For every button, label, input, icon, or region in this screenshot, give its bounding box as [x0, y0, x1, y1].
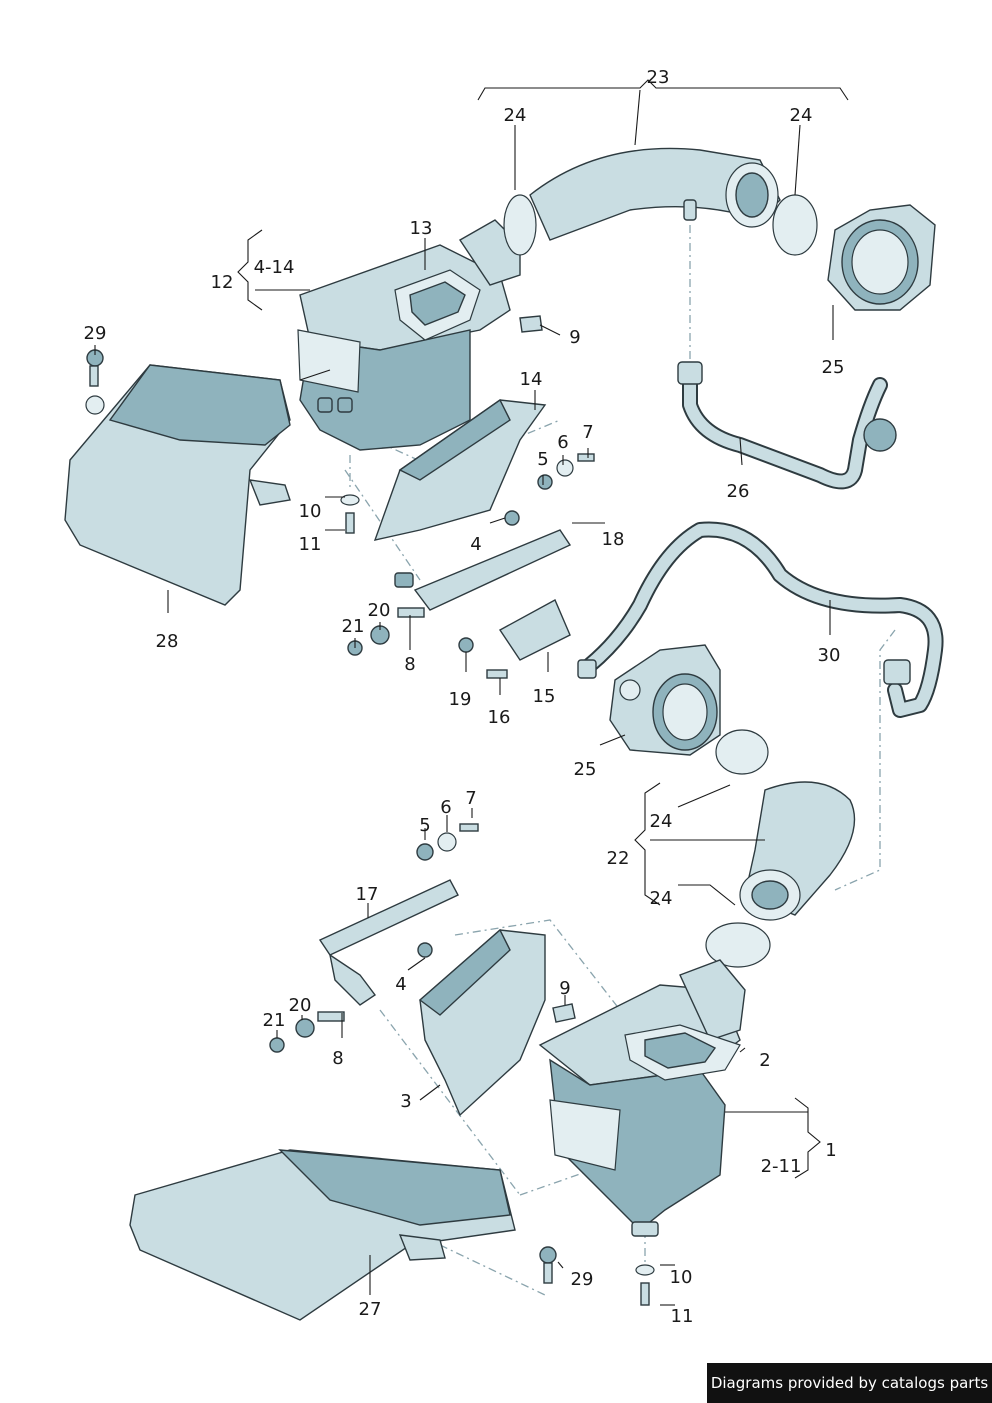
upper-filter-element	[394, 269, 481, 341]
upper-connector-flange	[827, 204, 936, 311]
callout-11-upper: 11	[299, 534, 322, 555]
callout-12: 12	[211, 272, 234, 293]
callout-18: 18	[602, 529, 625, 550]
callout-20-upper: 20	[368, 600, 391, 621]
leader-lines	[94, 79, 849, 1306]
callout-29-upper: 29	[84, 323, 107, 344]
lower-air-filter-housing	[538, 959, 746, 1237]
callout-9-lower: 9	[559, 978, 570, 999]
callout-25-lower: 25	[574, 759, 597, 780]
callout-19: 19	[449, 689, 472, 710]
lower-breather-hose	[577, 521, 944, 718]
upper-breather-hose	[677, 361, 897, 490]
callout-24-upper-left: 24	[504, 105, 527, 126]
callout-28: 28	[156, 631, 179, 652]
callout-2-11: 2-11	[761, 1156, 802, 1177]
callout-5-upper: 5	[537, 449, 548, 470]
callout-30: 30	[818, 645, 841, 666]
callout-6-upper: 6	[557, 432, 568, 453]
callout-21-lower: 21	[263, 1010, 286, 1031]
callout-labels: 23 24 24 13 4-14 12 29 9 25 14 7 6 5 26 …	[84, 67, 845, 1327]
callout-23: 23	[647, 67, 670, 88]
callout-2: 2	[759, 1050, 770, 1071]
callout-21-upper: 21	[342, 616, 365, 637]
callout-26: 26	[727, 481, 750, 502]
callout-24-lower-lower: 24	[650, 888, 673, 909]
callout-7-lower: 7	[465, 788, 476, 809]
lower-air-duct	[129, 1149, 516, 1321]
callout-25-upper: 25	[822, 357, 845, 378]
credit-banner: Diagrams provided by catalogs parts	[707, 1363, 992, 1403]
callout-24-lower-upper: 24	[650, 811, 673, 832]
callout-10-lower: 10	[670, 1267, 693, 1288]
upper-heat-shield	[373, 398, 547, 541]
callout-1: 1	[825, 1140, 836, 1161]
callout-4-14: 4-14	[254, 257, 295, 278]
lower-intake-hose	[739, 781, 856, 921]
callout-15: 15	[533, 686, 556, 707]
callout-24-upper-right: 24	[790, 105, 813, 126]
lower-small-hardware	[269, 823, 655, 1306]
callout-4-upper: 4	[470, 534, 481, 555]
callout-7-upper: 7	[582, 422, 593, 443]
upper-hose-clamps	[503, 194, 818, 256]
lower-connector-flange	[609, 644, 721, 756]
lower-hose-clamps	[705, 729, 771, 968]
upper-air-duct	[64, 364, 291, 606]
callout-8-lower: 8	[332, 1048, 343, 1069]
lower-bracket	[318, 879, 459, 1006]
callout-9-upper: 9	[569, 327, 580, 348]
callout-8-upper: 8	[404, 654, 415, 675]
lower-filter-element	[624, 1024, 741, 1081]
callout-14: 14	[520, 369, 543, 390]
callout-20-lower: 20	[289, 995, 312, 1016]
callout-13: 13	[410, 218, 433, 239]
callout-3: 3	[400, 1091, 411, 1112]
callout-6-lower: 6	[440, 797, 451, 818]
callout-5-lower: 5	[419, 815, 430, 836]
upper-brackets	[394, 529, 572, 661]
callout-10-upper: 10	[299, 501, 322, 522]
callout-22: 22	[607, 848, 630, 869]
callout-27: 27	[359, 1299, 382, 1320]
callout-4-lower: 4	[395, 974, 406, 995]
callout-16: 16	[488, 707, 511, 728]
lower-heat-shield	[418, 928, 546, 1117]
callout-29-lower: 29	[571, 1269, 594, 1290]
callout-17: 17	[356, 884, 379, 905]
callout-11-lower: 11	[671, 1306, 694, 1327]
upper-intake-hose	[529, 147, 781, 241]
